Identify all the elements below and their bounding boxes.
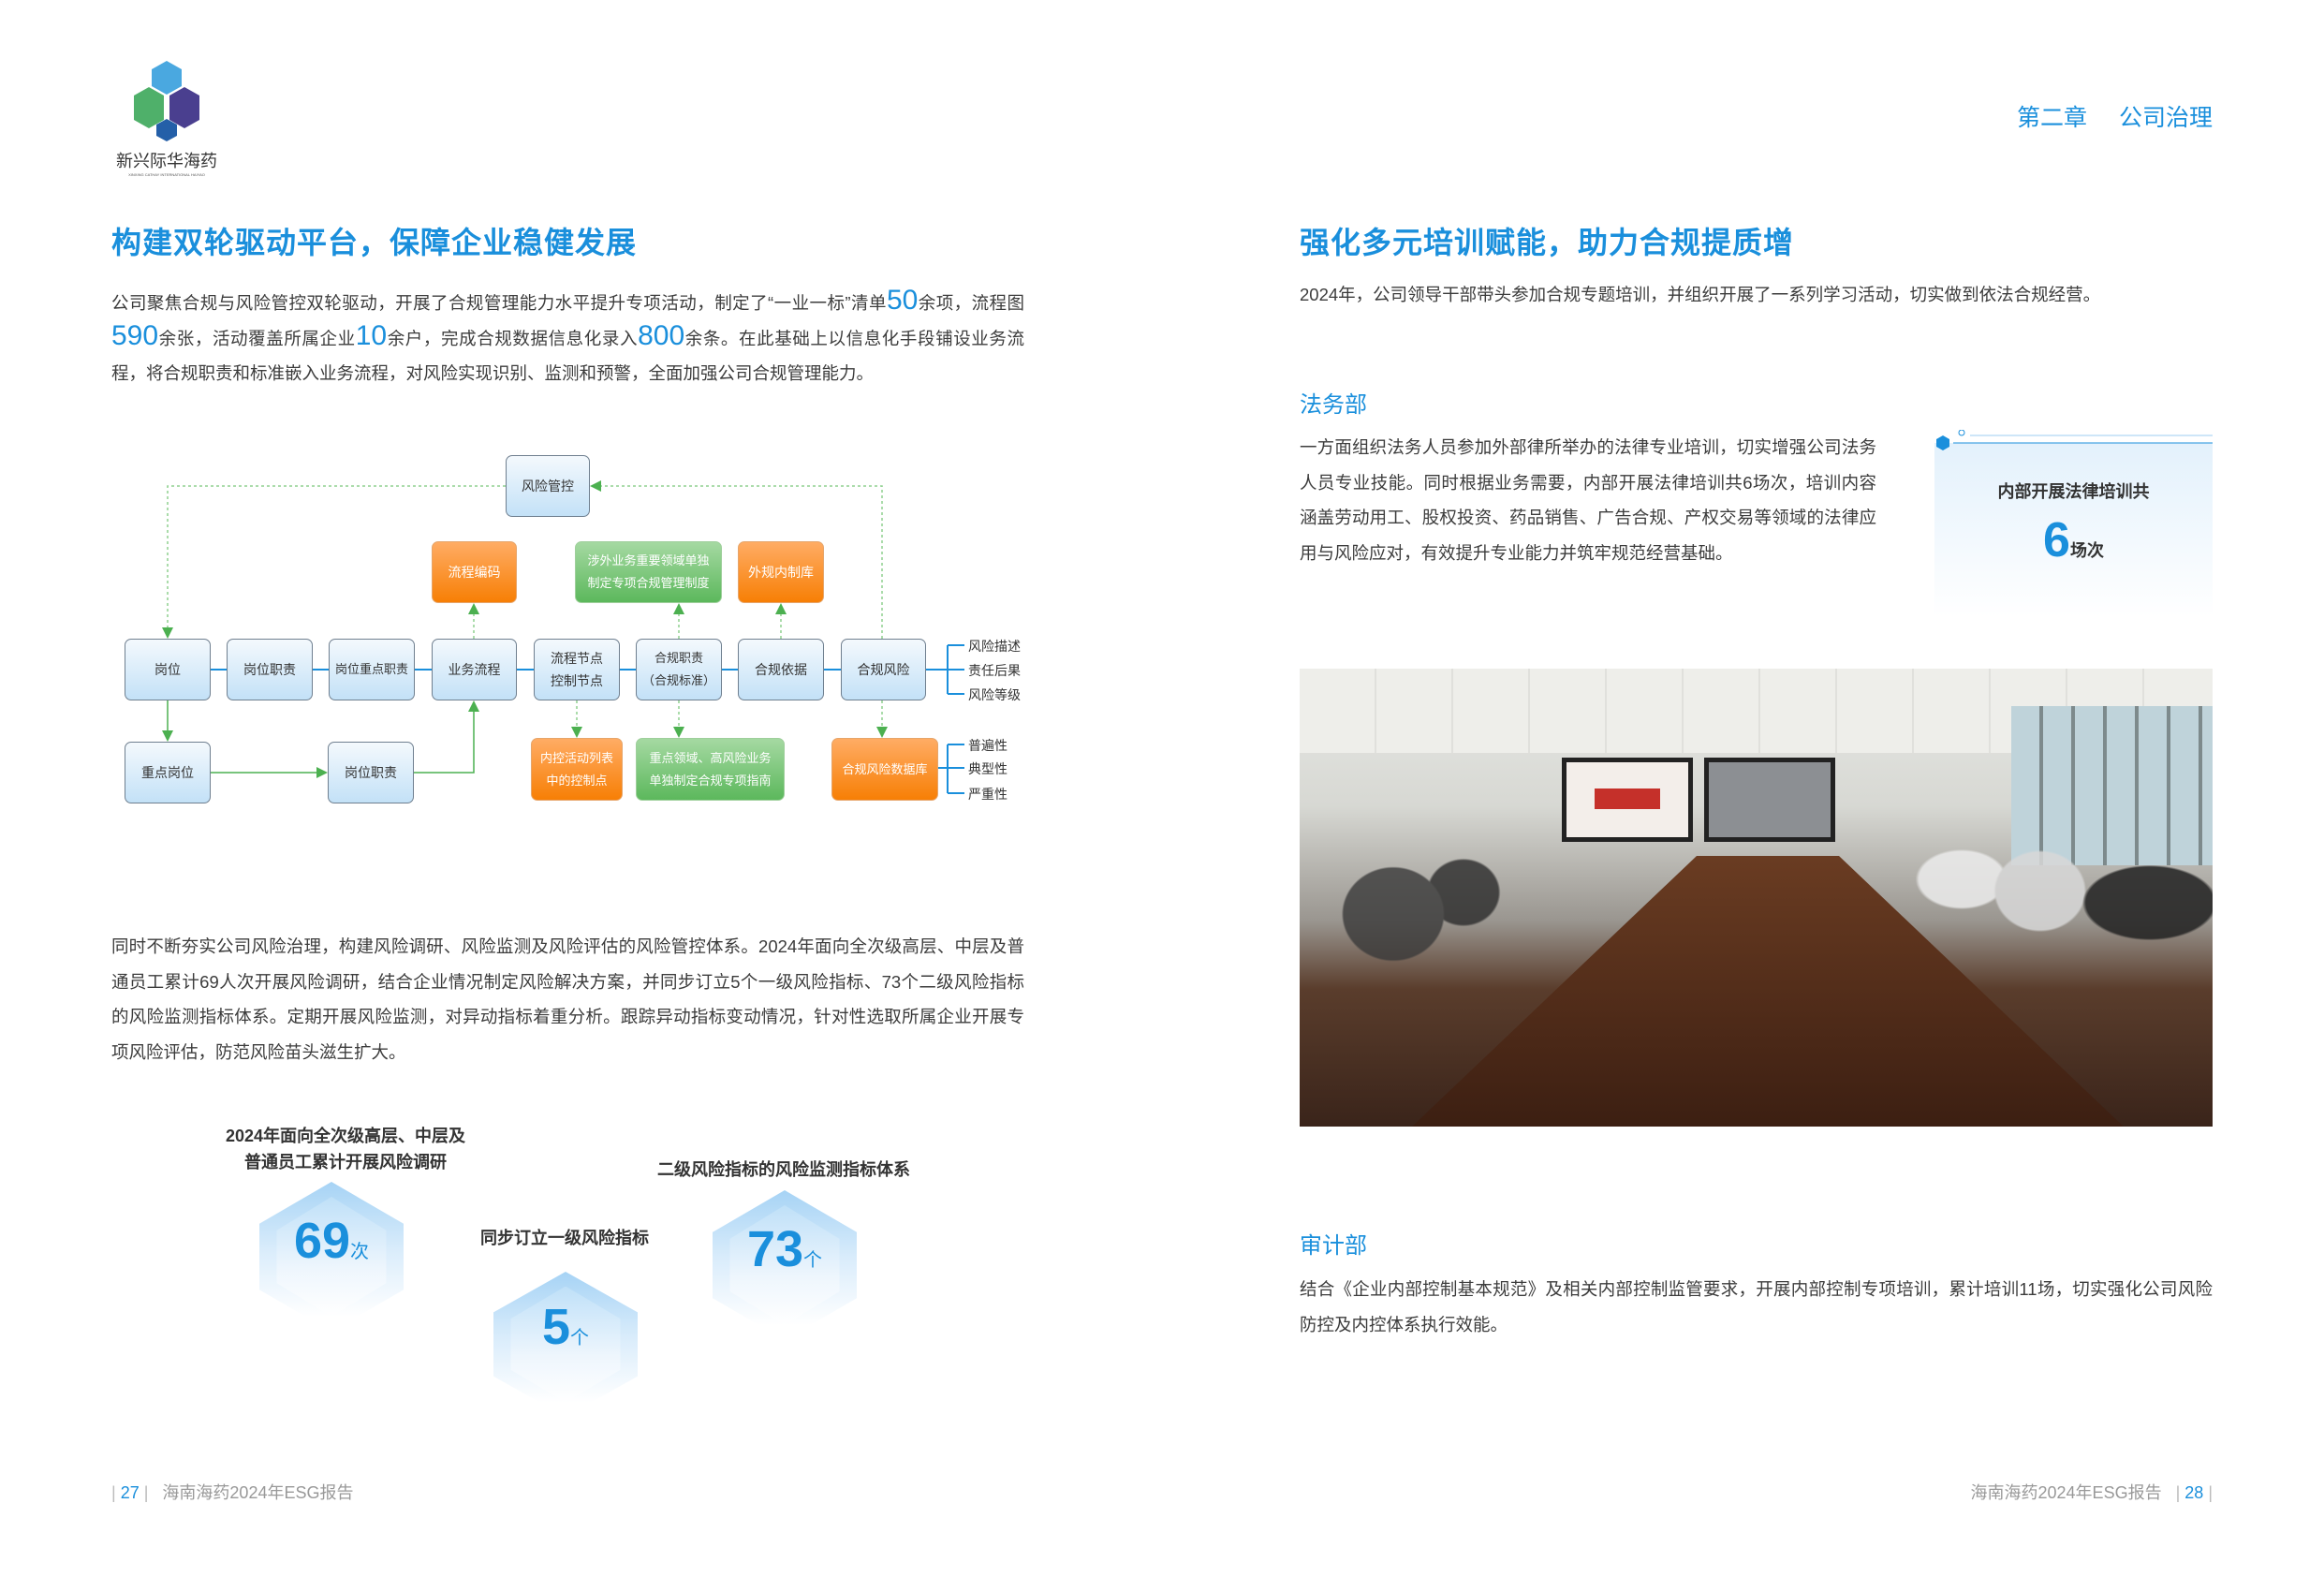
- risk-attr-2: 责任后果: [968, 663, 1021, 678]
- legal-dept-heading: 法务部: [1300, 392, 1367, 418]
- stat-590: 590: [111, 319, 159, 351]
- node-control-points: 内控活动列表 中的控制点: [531, 738, 623, 801]
- node-main-2: 岗位职责: [227, 639, 313, 700]
- chapter-label: 第二章: [2016, 105, 2087, 131]
- section-label: 公司治理: [2118, 105, 2213, 131]
- node-main-5: 流程节点 控制节点: [534, 639, 620, 700]
- company-logo: 新兴际华海药 XINXING CATHAY INTERNATIONAL HAIY…: [111, 59, 222, 177]
- card-label: 内部开展法律培训共: [1997, 482, 2150, 501]
- audit-dept-heading: 审计部: [1300, 1233, 1367, 1259]
- node-post-duty: 岗位职责: [328, 742, 414, 803]
- diagram-connectors: [162, 480, 964, 794]
- compliance-flow-diagram: 风险管控 岗位 岗位职责 岗位重点职责 业务流程 流程节点 控制节点 合规职责 …: [0, 0, 1030, 843]
- legal-dept-text: 一方面组织法务人员参加外部律所举办的法律专业培训，切实增强公司法务人员专业技能。…: [1300, 437, 1876, 563]
- stat-10: 10: [355, 319, 388, 351]
- legal-training-card: 内部开展法律培训共 6场次: [1934, 430, 2213, 617]
- page-number-left: 27: [120, 1483, 140, 1502]
- node-main-8: 合规风险: [841, 639, 926, 700]
- node-main-4: 业务流程: [432, 639, 517, 700]
- display-screen-right: [1704, 758, 1835, 842]
- stat-50: 50: [886, 285, 919, 316]
- node-main-1: 岗位: [125, 639, 211, 700]
- node-foreign-policy: 涉外业务重要领域单独 制定专项合规管理制度: [575, 541, 722, 603]
- audit-dept-text: 结合《企业内部控制基本规范》及相关内部控制监管要求，开展内部控制专项培训，累计培…: [1300, 1279, 2213, 1334]
- hexagon-logo-icon: [134, 61, 199, 141]
- stat-caption-3: 二级风险指标的风险监测指标体系: [657, 1160, 910, 1179]
- logo-name: 新兴际华海药: [116, 152, 217, 170]
- left-footer: | 27 | 海南海药2024年ESG报告: [111, 1483, 354, 1502]
- node-risk-database: 合规风险数据库: [831, 738, 938, 801]
- logo-subtitle: XINXING CATHAY INTERNATIONAL HAIYAO: [128, 172, 205, 177]
- db-attr-2: 典型性: [968, 761, 1008, 776]
- card-value: 6: [2043, 513, 2070, 567]
- card-unit: 场次: [2069, 541, 2104, 560]
- risk-attr-1: 风险描述: [968, 639, 1021, 654]
- left-para-1: 公司聚焦合规与风险管控双轮驱动，开展了合规管理能力水平提升专项活动，制定了“一业…: [111, 285, 1024, 384]
- node-external-rules: 外规内制库: [738, 541, 824, 603]
- stat-800: 800: [638, 319, 685, 351]
- stat-unit-1: 次: [350, 1242, 370, 1262]
- attendees-right: [1899, 809, 2213, 1043]
- node-risk-control: 风险管控: [506, 455, 590, 517]
- training-meeting-photo: [1300, 669, 2213, 1127]
- left-title: 构建双轮驱动平台，保障企业稳健发展: [111, 226, 638, 259]
- stat-value-3: 73: [746, 1221, 804, 1277]
- footer-report-left: 海南海药2024年ESG报告: [162, 1483, 354, 1502]
- stat-caption-2: 同步订立一级风险指标: [480, 1229, 649, 1247]
- node-key-guides: 重点领域、高风险业务 单独制定合规专项指南: [636, 738, 785, 801]
- stat-unit-2: 个: [570, 1328, 590, 1349]
- node-main-7: 合规依据: [738, 639, 824, 700]
- node-key-post: 重点岗位: [125, 742, 211, 803]
- node-main-6: 合规职责 （合规标准）: [636, 639, 722, 700]
- page-number-right: 28: [2184, 1483, 2204, 1502]
- node-main-3: 岗位重点职责: [329, 639, 415, 700]
- node-process-code: 流程编码: [432, 541, 517, 603]
- left-para-2: 同时不断夯实公司风险治理，构建风险调研、风险监测及风险评估的风险管控体系。202…: [111, 936, 1024, 1062]
- stat-unit-3: 个: [803, 1250, 823, 1271]
- db-attr-1: 普遍性: [968, 738, 1008, 753]
- stat-caption-1: 2024年面向全次级高层、中层及 普通员工累计开展风险调研: [225, 1127, 466, 1172]
- db-attr-3: 严重性: [968, 787, 1008, 802]
- chapter-header: 第二章 公司治理: [2017, 99, 2213, 133]
- stat-hex-2: 5个: [493, 1272, 638, 1417]
- display-screen-left: [1562, 758, 1693, 842]
- right-intro: 2024年，公司领导干部带头参加合规专题培训，并组织开展了一系列学习活动，切实做…: [1300, 285, 2101, 304]
- card-decoration-icon: [1936, 430, 2213, 450]
- stat-value-2: 5: [541, 1299, 571, 1355]
- attendees-left: [1300, 828, 1534, 1043]
- stat-hex-3: 73个: [713, 1190, 857, 1340]
- right-footer: 海南海药2024年ESG报告 | 28 |: [1970, 1483, 2213, 1502]
- stat-value-1: 69: [293, 1213, 351, 1269]
- right-title: 强化多元培训赋能，助力合规提质增: [1300, 226, 1795, 259]
- risk-attr-3: 风险等级: [968, 687, 1021, 702]
- footer-report-right: 海南海药2024年ESG报告: [1970, 1483, 2162, 1502]
- stat-hex-1: 69次: [259, 1182, 404, 1332]
